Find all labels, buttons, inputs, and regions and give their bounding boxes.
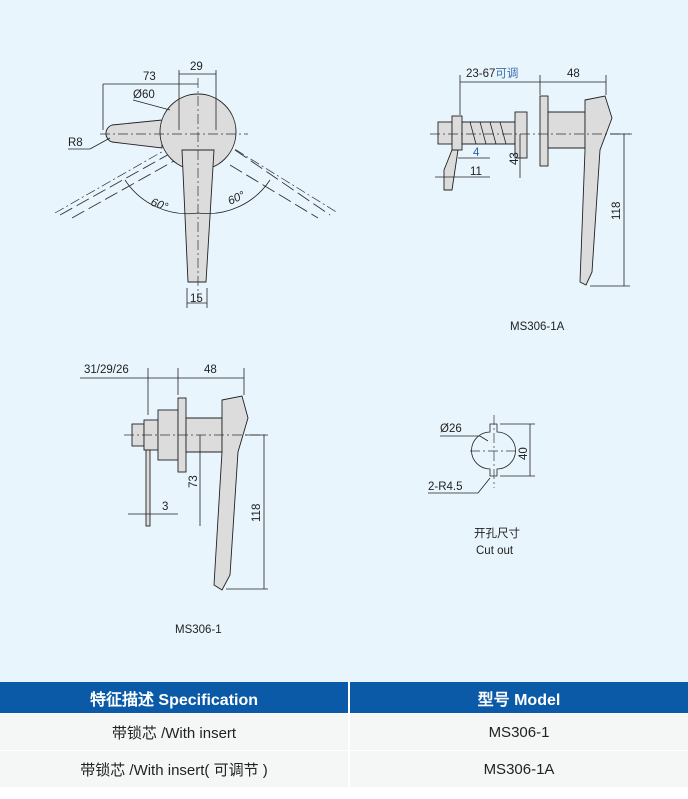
dim-15: 15 [190,293,203,305]
cell-model: MS306-1 [349,713,688,751]
dim-73: 73 [143,71,156,83]
top-view-drawing: 73 29 Ø60 R8 60° 60° 15 [54,61,339,308]
dim-48: 48 [204,364,217,376]
model-label-ms306-1: MS306-1 [175,624,222,636]
cell-model: MS306-1A [349,750,688,787]
dim-r8: R8 [68,137,83,149]
dim-118: 118 [251,504,263,522]
ms306-1-drawing: 31/29/26 48 73 3 118 MS306-1 [80,364,268,636]
ms306-1a-drawing: 23-67可调 48 4 11 43 118 MS306-1A [430,67,632,333]
table-row: 带锁芯 /With insert MS306-1 [0,713,688,751]
dim-29: 29 [190,61,203,73]
table-row: 带锁芯 /With insert( 可调节 ) MS306-1A [0,750,688,787]
technical-drawing-area: 73 29 Ø60 R8 60° 60° 15 23-67可调 48 4 11 … [0,0,688,682]
dim-3: 3 [162,501,168,513]
spec-table: 特征描述 Specification 型号 Model 带锁芯 /With in… [0,682,688,787]
dim-4: 4 [473,147,480,159]
angle-left: 60° [149,197,170,214]
dim-r45: 2-R4.5 [428,481,463,493]
dim-dia60: Ø60 [133,89,155,101]
cutout-label-cn: 开孔尺寸 [474,526,520,540]
cell-spec: 带锁芯 /With insert [0,713,350,751]
cutout-label-en: Cut out [476,545,514,557]
dim-40: 40 [518,447,530,460]
cell-spec: 带锁芯 /With insert( 可调节 ) [0,750,350,787]
dim-range: 31/29/26 [84,364,129,376]
technical-drawing: 73 29 Ø60 R8 60° 60° 15 23-67可调 48 4 11 … [54,61,632,636]
angle-right: 60° [226,189,247,207]
table-header-row: 特征描述 Specification 型号 Model [0,682,688,714]
header-model: 型号 Model [349,682,688,714]
dim-48: 48 [567,68,580,80]
dim-43: 43 [509,152,521,165]
dim-dia26: Ø26 [440,423,462,435]
header-specification: 特征描述 Specification [0,682,350,714]
dim-range: 23-67可调 [466,67,518,80]
dim-118: 118 [611,202,623,220]
model-label-ms306-1a: MS306-1A [510,321,565,333]
cutout-drawing: Ø26 40 2-R4.5 开孔尺寸 Cut out [428,415,535,557]
dim-73: 73 [188,475,200,488]
dim-11: 11 [470,166,482,178]
